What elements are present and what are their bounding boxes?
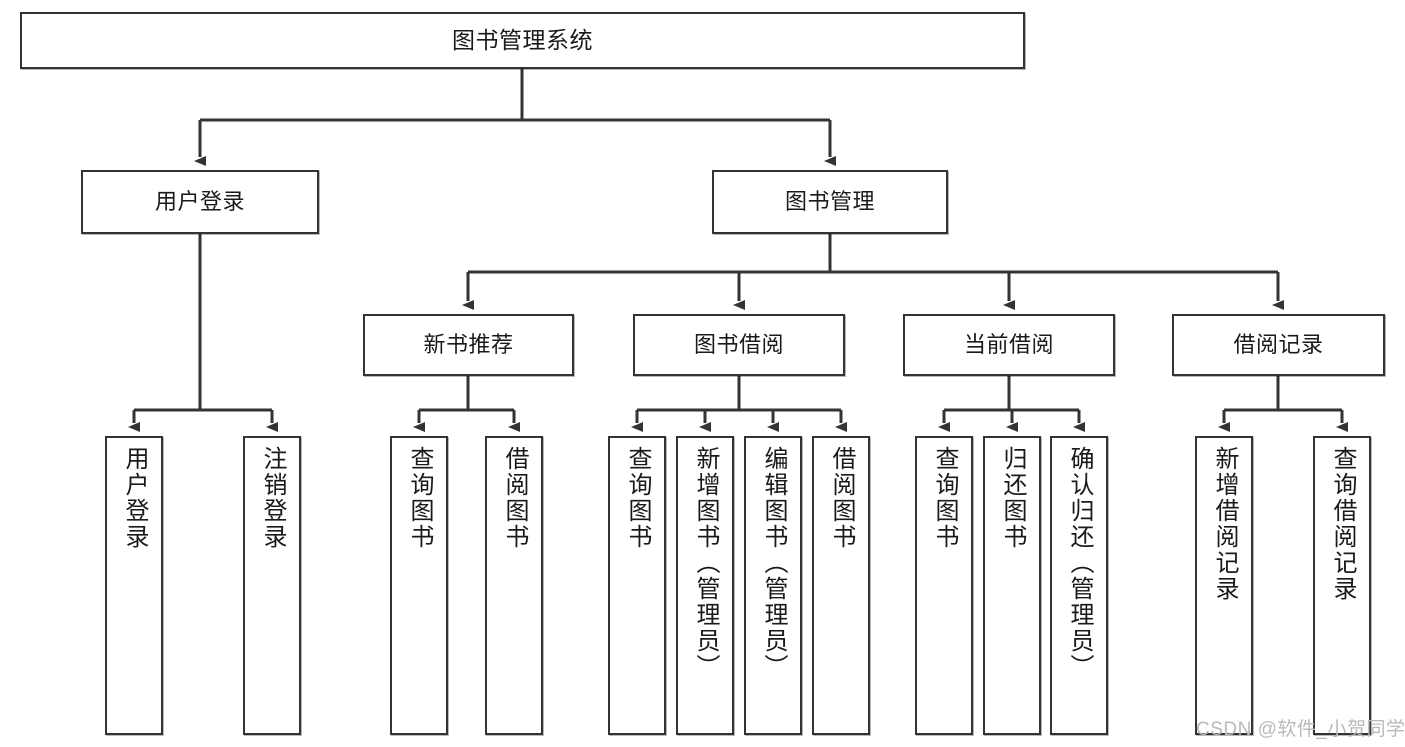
node-leaf-return-book[interactable]: 归还图书 (983, 436, 1041, 735)
node-root[interactable]: 图书管理系统 (20, 12, 1025, 69)
node-leaf-edit-book[interactable]: 编辑图书（管理员） (744, 436, 802, 735)
node-leaf-borrow-book-2[interactable]: 借阅图书 (812, 436, 870, 735)
node-leaf-query-record-label: 查询借阅记录 (1329, 446, 1356, 602)
node-leaf-borrow-book-1-label: 借阅图书 (501, 446, 528, 550)
node-leaf-user-login[interactable]: 用户登录 (105, 436, 163, 735)
node-leaf-query-record[interactable]: 查询借阅记录 (1313, 436, 1371, 735)
node-leaf-add-book[interactable]: 新增图书（管理员） (676, 436, 734, 735)
csdn-watermark: CSDN @软件_小贺同学 (1196, 719, 1405, 740)
node-borrow-record[interactable]: 借阅记录 (1172, 314, 1385, 376)
node-leaf-user-logout[interactable]: 注销登录 (243, 436, 301, 735)
node-leaf-confirm-return-label: 确认归还（管理员） (1066, 446, 1093, 680)
node-borrow-record-label: 借阅记录 (1233, 332, 1324, 358)
node-current-borrow-label: 当前借阅 (963, 332, 1054, 358)
node-book-manage-label: 图书管理 (784, 189, 875, 215)
node-new-book-rec[interactable]: 新书推荐 (363, 314, 574, 376)
node-leaf-add-record-label: 新增借阅记录 (1211, 446, 1238, 602)
node-leaf-add-book-label: 新增图书（管理员） (692, 446, 719, 680)
node-leaf-add-record[interactable]: 新增借阅记录 (1195, 436, 1253, 735)
node-leaf-borrow-book-2-label: 借阅图书 (828, 446, 855, 550)
node-leaf-query-book-3[interactable]: 查询图书 (915, 436, 973, 735)
node-leaf-query-book-3-label: 查询图书 (931, 446, 958, 550)
node-leaf-return-book-label: 归还图书 (999, 446, 1026, 550)
node-leaf-query-book-2[interactable]: 查询图书 (608, 436, 666, 735)
node-leaf-user-login-label: 用户登录 (121, 446, 148, 550)
node-user-login[interactable]: 用户登录 (81, 170, 319, 234)
node-leaf-confirm-return[interactable]: 确认归还（管理员） (1050, 436, 1108, 735)
node-book-manage[interactable]: 图书管理 (712, 170, 948, 234)
node-root-label: 图书管理系统 (452, 27, 593, 54)
node-leaf-edit-book-label: 编辑图书（管理员） (760, 446, 787, 680)
node-book-borrow-label: 图书借阅 (693, 332, 784, 358)
node-leaf-query-book-1[interactable]: 查询图书 (390, 436, 448, 735)
node-user-login-label: 用户登录 (154, 189, 245, 215)
node-leaf-query-book-2-label: 查询图书 (624, 446, 651, 550)
node-book-borrow[interactable]: 图书借阅 (633, 314, 845, 376)
node-current-borrow[interactable]: 当前借阅 (903, 314, 1115, 376)
node-leaf-borrow-book-1[interactable]: 借阅图书 (485, 436, 543, 735)
node-leaf-user-logout-label: 注销登录 (259, 446, 286, 550)
node-new-book-rec-label: 新书推荐 (423, 332, 514, 358)
node-leaf-query-book-1-label: 查询图书 (406, 446, 433, 550)
